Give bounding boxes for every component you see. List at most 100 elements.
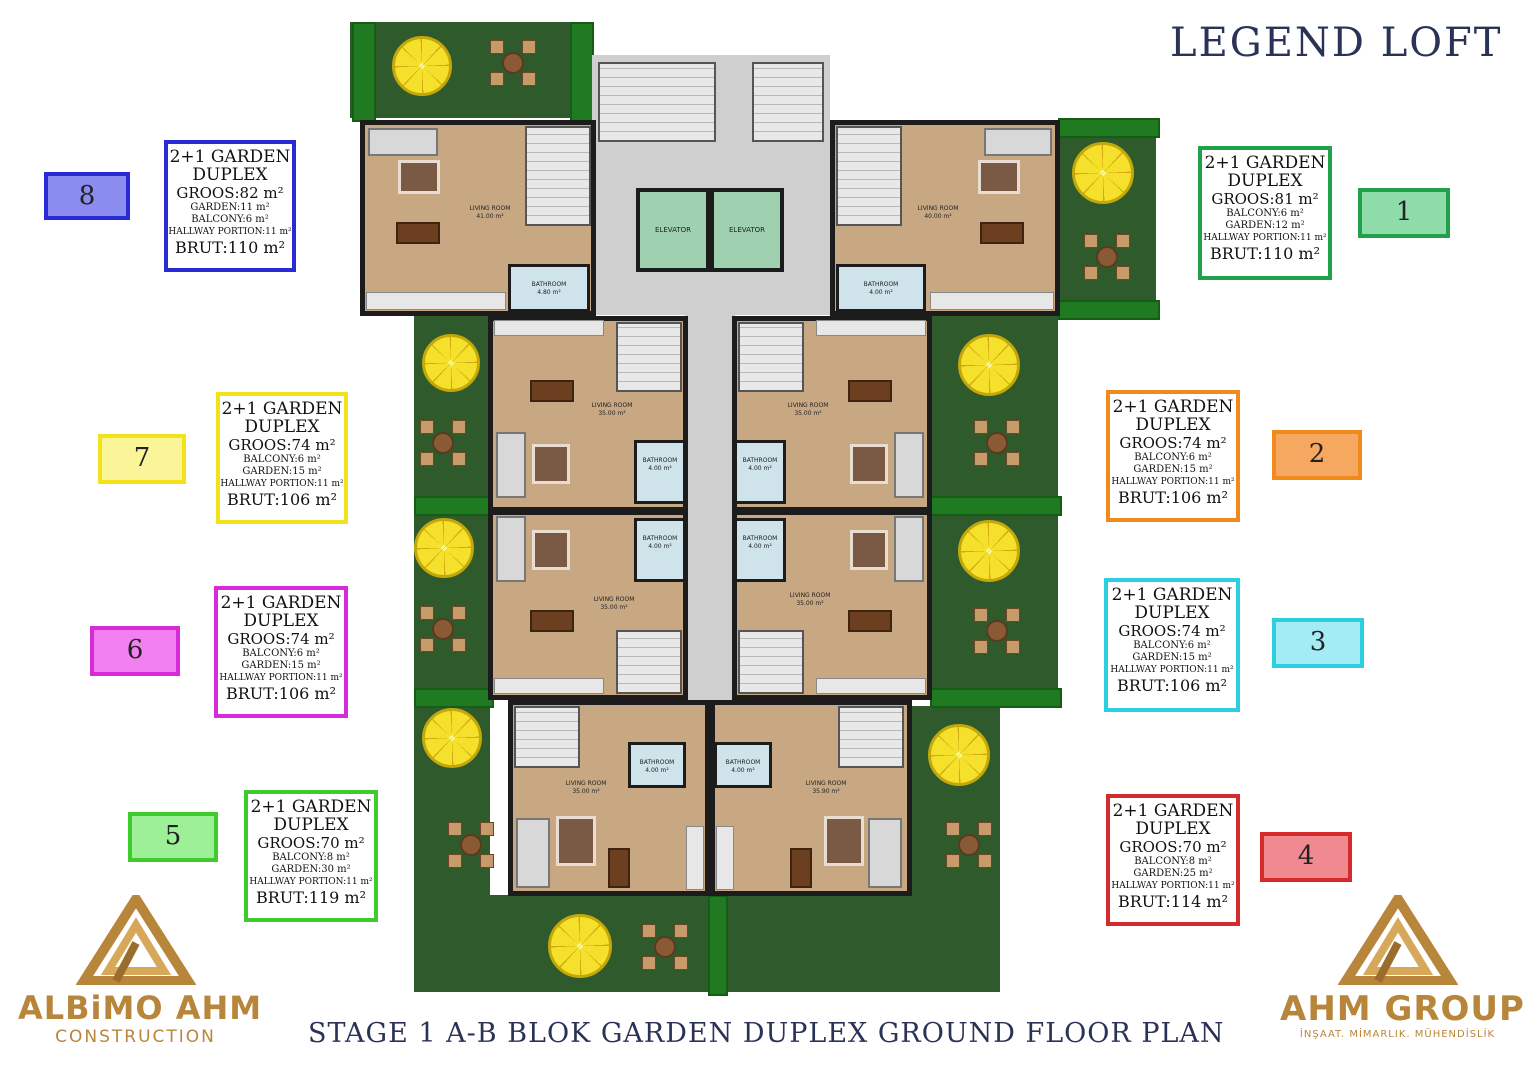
unit-4-card: 2+1 GARDEN DUPLEX GROOS:70 m² BALCONY:8 … (1106, 794, 1240, 926)
room-name: LIVING ROOM (917, 205, 959, 212)
logo-name: AHM GROUP (1280, 989, 1525, 1029)
rug (532, 530, 570, 570)
hedge (1058, 300, 1160, 320)
ahm-triangle-logo-icon (74, 889, 197, 986)
ahm-triangle-logo-icon (1336, 889, 1459, 986)
bathroom-area: 4.80 m² (537, 289, 561, 296)
bathroom-area: 4.00 m² (648, 543, 672, 550)
unit-stairs (738, 630, 804, 694)
bathroom-label: BATHROOM (742, 457, 778, 464)
patio-table-icon (946, 822, 992, 868)
unit-groos: GROOS:74 m² (1118, 622, 1226, 640)
patio-table-icon (1084, 234, 1130, 280)
unit-groos: GROOS:81 m² (1211, 190, 1319, 208)
room-area: 40.00 m² (924, 213, 952, 220)
unit-type: 2+1 GARDEN (250, 797, 372, 817)
unit-detail: GARDEN:11 m² (190, 202, 270, 213)
unit-stairs (738, 322, 804, 392)
unit-type: 2+1 GARDEN (221, 399, 343, 419)
room-name: LIVING ROOM (787, 402, 829, 409)
unit-detail: HALLWAY PORTION:11 m² (1203, 233, 1327, 243)
unit-detail: HALLWAY PORTION:11 m² (1111, 881, 1235, 891)
hedge (414, 688, 494, 708)
unit-detail: GARDEN:15 m² (1132, 652, 1212, 663)
umbrella-icon (414, 518, 474, 578)
bathroom-label: BATHROOM (642, 535, 678, 542)
unit-6-number: 6 (90, 626, 180, 676)
unit-stairs (525, 126, 591, 226)
unit-detail: BALCONY:8 m² (1134, 856, 1212, 867)
hedge (414, 496, 494, 516)
umbrella-icon (958, 334, 1020, 396)
kitchen-counter (716, 826, 734, 890)
unit-detail: GARDEN:15 m² (1133, 464, 1213, 475)
unit-subtype: DUPLEX (1134, 603, 1210, 623)
bathroom-label: BATHROOM (863, 281, 899, 288)
unit-detail: GARDEN:15 m² (241, 660, 321, 671)
patio-table-icon (420, 420, 466, 466)
unit-stairs (514, 706, 580, 768)
project-title: LEGEND LOFT (1170, 20, 1503, 66)
kitchen-counter (816, 320, 926, 336)
sofa (368, 128, 438, 156)
bathroom-label: BATHROOM (725, 759, 761, 766)
sofa (496, 432, 526, 498)
main-staircase-2 (752, 62, 824, 142)
unit-detail: BALCONY:6 m² (1134, 452, 1212, 463)
unit-2-number: 2 (1272, 430, 1362, 480)
unit-brut: BRUT:119 m² (256, 888, 366, 907)
unit-stairs (616, 322, 682, 392)
unit-detail: GARDEN:12 m² (1225, 220, 1305, 231)
logo-subtitle: İNŞAAT. MİMARLIK. MÜHENDİSLİK (1299, 1029, 1496, 1040)
unit-detail: BALCONY:6 m² (242, 648, 320, 659)
bathroom-area: 4.00 m² (648, 465, 672, 472)
unit-type: 2+1 GARDEN (1112, 397, 1234, 417)
hedge (570, 22, 594, 122)
bathroom-area: 4.00 m² (748, 465, 772, 472)
patio-table-icon (490, 40, 536, 86)
room-name: LIVING ROOM (789, 592, 831, 599)
dining-table (608, 848, 630, 888)
unit-detail: HALLWAY PORTION:11 m² (249, 877, 373, 887)
bathroom-area: 4.00 m² (731, 767, 755, 774)
unit-5-card: 2+1 GARDEN DUPLEX GROOS:70 m² BALCONY:8 … (244, 790, 378, 922)
unit-groos: GROOS:70 m² (1119, 838, 1227, 856)
unit-6-card: 2+1 GARDEN DUPLEX GROOS:74 m² BALCONY:6 … (214, 586, 348, 718)
unit-brut: BRUT:106 m² (226, 684, 336, 703)
bathroom-label: BATHROOM (642, 457, 678, 464)
dining-table (980, 222, 1024, 244)
bathroom-label: BATHROOM (639, 759, 675, 766)
room-area: 35.90 m² (812, 788, 840, 795)
rug (824, 816, 864, 866)
unit-4-number: 4 (1260, 832, 1352, 882)
umbrella-icon (548, 914, 612, 978)
dining-table (790, 848, 812, 888)
unit-groos: GROOS:74 m² (227, 630, 335, 648)
sofa (496, 516, 526, 582)
unit-detail: BALCONY:6 m² (1226, 208, 1304, 219)
patio-table-icon (974, 420, 1020, 466)
unit-detail: HALLWAY PORTION:11 m² (1110, 665, 1234, 675)
unit-type: 2+1 GARDEN (169, 147, 291, 167)
unit-stairs (836, 126, 902, 226)
unit-detail: BALCONY:6 m² (191, 214, 269, 225)
unit-7-card: 2+1 GARDEN DUPLEX GROOS:74 m² BALCONY:6 … (216, 392, 348, 524)
patio-table-icon (642, 924, 688, 970)
main-staircase (598, 62, 716, 142)
rug (978, 160, 1020, 194)
unit-detail: GARDEN:30 m² (271, 864, 351, 875)
bathroom-label: BATHROOM (742, 535, 778, 542)
unit-brut: BRUT:110 m² (1210, 244, 1320, 263)
unit-8-number: 8 (44, 172, 130, 220)
unit-stairs (838, 706, 904, 768)
